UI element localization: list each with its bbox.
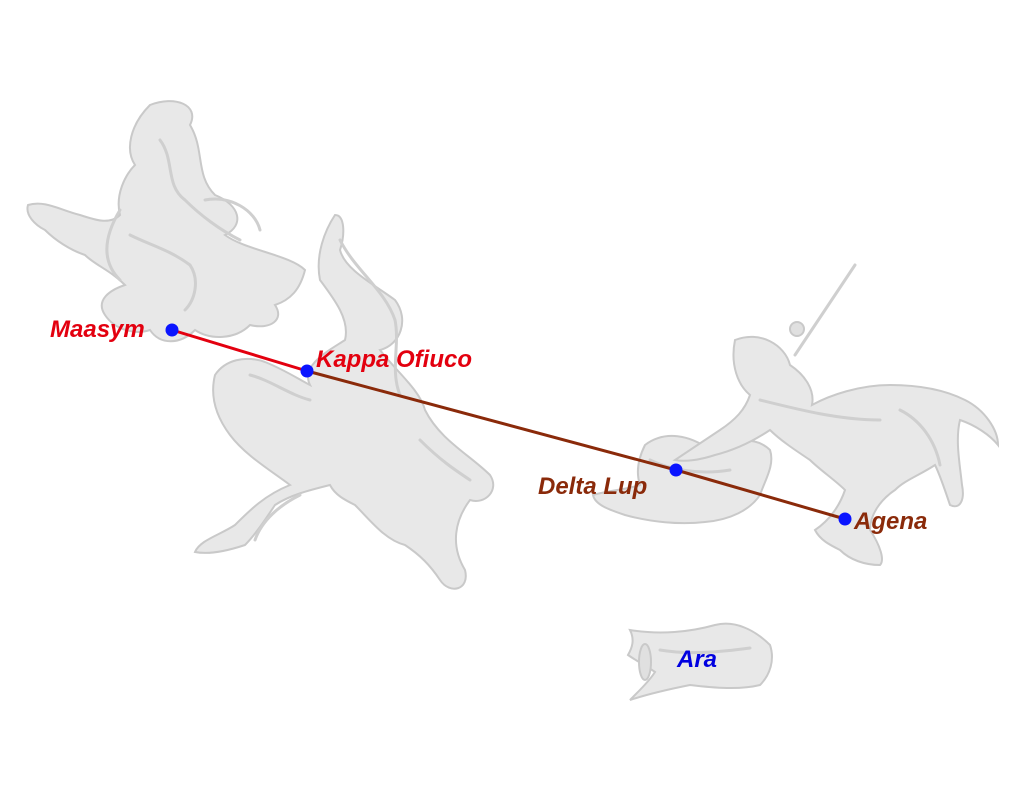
label-agena: Agena xyxy=(853,508,927,535)
star-kappa-ofiuco xyxy=(301,365,314,378)
hercules-figure-icon xyxy=(27,101,305,341)
label-kappa-ofiuco: Kappa Ofiuco xyxy=(316,346,472,373)
label-delta-lup: Delta Lup xyxy=(538,473,647,500)
label-maasym: Maasym xyxy=(50,316,145,343)
star-maasym xyxy=(166,324,179,337)
centaurus-figure-icon xyxy=(675,265,998,565)
star-agena xyxy=(839,513,852,526)
label-ara: Ara xyxy=(676,646,717,673)
star-delta-lup xyxy=(670,464,683,477)
